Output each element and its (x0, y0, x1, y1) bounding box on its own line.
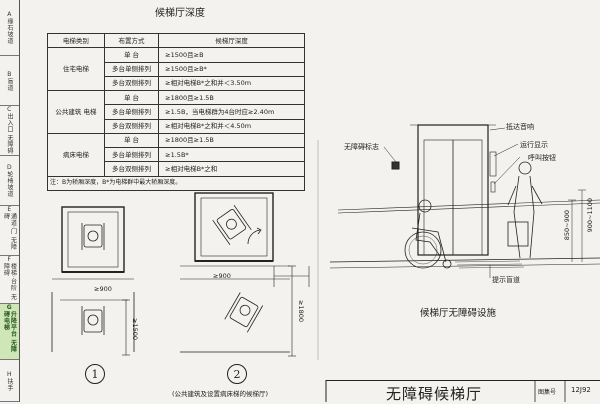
table-header-depth: 候梯厅深度 (158, 32, 305, 49)
plan2-lift-car (194, 192, 274, 262)
label-accessibility-sign: 无障碍标志 (344, 143, 379, 151)
sidebar-tab-label: 升降平台 无障碍电梯 (2, 311, 17, 353)
call-button-panel (490, 181, 496, 193)
plan1-lobby-wheelchair-icon (81, 306, 105, 335)
sidebar-tab-letter: H (6, 370, 12, 378)
plan1-dim-900: ≥900 (94, 285, 112, 293)
plan2-number: 2 (227, 364, 247, 384)
sidebar-tab-letter: C (7, 106, 12, 114)
drawing-number: 12J92 (571, 386, 591, 394)
sidebar-tab-letter: A (7, 11, 12, 18)
table-header-category: 电梯类别 (47, 32, 105, 49)
drawing-title: 无障碍候梯厅 (386, 385, 483, 403)
sidebar-tab-label: 通道·门 无障碍 (2, 213, 17, 251)
label-tactile-paving: 提示盲道 (492, 276, 520, 284)
plan1-wheelchair-icon (81, 223, 105, 250)
plan1-lift-car (61, 206, 125, 273)
plan1-number: 1 (85, 364, 105, 384)
plan2-turn-arrow (247, 229, 261, 245)
tactile-paving (454, 260, 525, 269)
sidebar-tab-letter: F (7, 256, 12, 263)
operation-display-panel (489, 151, 497, 177)
dim-900-1100: 900~1100 (586, 198, 594, 233)
table-depth: ≥1500且≥B (158, 47, 305, 63)
sidebar-tab-label: 轮椅坡道 (6, 171, 13, 197)
plan2-dim-900: ≥900 (213, 272, 231, 280)
sidebar-tab-label: 缘石坡道 (6, 18, 13, 44)
table-layout: 单 台 (103, 47, 160, 63)
label-arrival-sound: 抵达音响 (506, 123, 534, 131)
accessibility-sign-icon (391, 161, 400, 170)
standing-person-figure (507, 161, 543, 259)
sidebar-tab-letter: B (7, 70, 12, 78)
plan2-dim-1800: ≥1800 (297, 300, 305, 322)
sidebar-tab-label: 盲道 (6, 77, 13, 91)
table-note: 注：B为轿厢深度，B*为电梯群中最大轿厢深度。 (47, 175, 305, 192)
elevation-caption: 候梯厅无障碍设施 (420, 308, 497, 319)
drawing-number-label: 图集号 (538, 389, 557, 396)
plans-caption: (公共建筑及设置病床梯的候梯厅) (172, 390, 269, 398)
sidebar-tab-letter: G (6, 304, 13, 311)
label-call-button: 呼叫按钮 (528, 154, 556, 162)
wheelchair-user-figure (404, 199, 452, 269)
dim-850-900: 850~900 (563, 210, 571, 241)
sidebar-tab-label: 扶手 (6, 377, 13, 391)
table-header-layout: 布置方式 (103, 32, 160, 49)
plan1-lift-inner (67, 211, 119, 268)
lobby-depth-table: 电梯类别 布置方式 候梯厅深度 住宅电梯 单 台 ≥1500且≥B 多台单侧排列… (47, 32, 305, 192)
title-block: 无障碍候梯厅 图集号 12J92 (326, 380, 600, 403)
label-operation-display: 运行显示 (520, 141, 548, 149)
sidebar-tab-letter: E (7, 206, 12, 213)
sidebar-tab-letter: D (6, 164, 13, 171)
plan1-lobby-walls (51, 292, 135, 352)
plan1-dim-1500: ≥1500 (131, 318, 139, 340)
sidebar-tab-label: 楼梯·台阶 无障碍 (2, 263, 17, 301)
sidebar-tab-label: 出入口 无障碍 (6, 113, 13, 155)
plan2-wheelchair-icon (212, 205, 252, 245)
plan2-lobby-wheelchair-icon (224, 292, 264, 333)
table-title: 候梯厅深度 (155, 8, 205, 19)
